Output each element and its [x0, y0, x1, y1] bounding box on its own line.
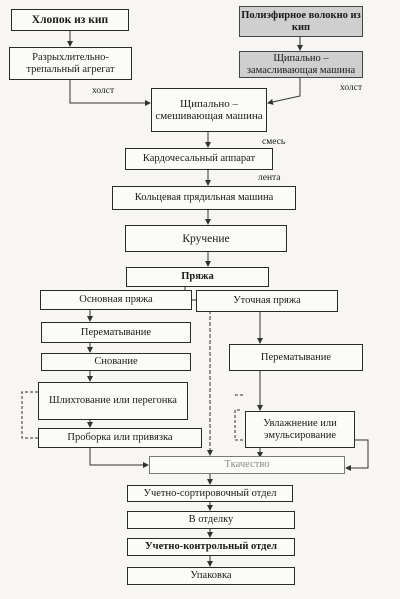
node-sizing: Шлихтование или перегонка [38, 382, 188, 420]
node-weft-yarn: Уточная пряжа [196, 290, 338, 312]
label-lap-left: холст [92, 86, 115, 96]
label-lap-right: холст [340, 83, 363, 93]
node-warp-yarn: Основная пряжа [40, 290, 192, 310]
node-sorting-dept: Учетно-сортировочный отдел [127, 485, 293, 502]
node-twisting: Кручение [125, 225, 287, 252]
node-opener-unit: Разрыхлительно-трепальный агрегат [9, 47, 132, 80]
node-cotton-bales: Хлопок из кип [11, 9, 129, 31]
label-sliver: лента [258, 173, 281, 183]
node-carding: Кардочесальный аппарат [125, 148, 273, 170]
node-ring-spinning: Кольцевая прядильная машина [112, 186, 296, 210]
node-opener-mixer-poly: Щипально – замасливающая машина [239, 51, 363, 78]
node-rewinding-weft: Перематывание [229, 344, 363, 371]
node-control-dept: Учетно-контрольный отдел [127, 538, 295, 556]
node-rewinding-warp: Перематывание [41, 322, 191, 343]
node-yarn: Пряжа [126, 267, 269, 287]
node-drawing-in: Проборка или привязка [38, 428, 202, 448]
node-moistening: Увлажнение или эмульсирование [245, 411, 355, 448]
label-blend: смесь [262, 137, 286, 147]
node-opener-mixer: Щипально – смешивающая машина [151, 88, 267, 132]
node-polyester-bales: Полиэфирное волокно из кип [239, 6, 363, 37]
node-weaving: Ткачество [149, 456, 345, 474]
node-packing: Упаковка [127, 567, 295, 585]
node-finishing: В отделку [127, 511, 295, 529]
node-warping: Снование [41, 353, 191, 371]
